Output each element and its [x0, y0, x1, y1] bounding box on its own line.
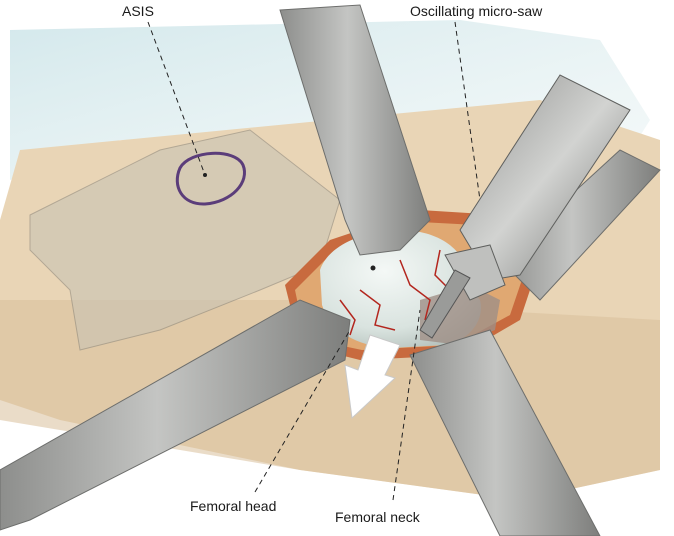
femoral-head-leader	[254, 329, 351, 493]
direction-arrow	[344, 334, 401, 420]
femoral-neck-label: Femoral neck	[335, 509, 421, 525]
asis-leader	[147, 21, 206, 176]
retractor-bottom-left	[0, 299, 351, 531]
retractor-right	[499, 149, 661, 301]
asis-label: ASIS	[122, 3, 154, 19]
saw-leader	[454, 21, 481, 201]
femoral-head-point	[370, 265, 376, 271]
femoral-head-label: Femoral head	[190, 498, 276, 514]
asis-marker	[175, 151, 246, 206]
vessel-lines	[339, 249, 451, 336]
retractor-top-left	[279, 4, 431, 256]
surgical-drape	[29, 129, 341, 351]
oscillating-micro-saw	[419, 74, 631, 339]
saw-label: Oscillating micro-saw	[410, 3, 543, 19]
retractor-bottom	[409, 329, 601, 536]
femoral-neck-leader	[392, 309, 421, 501]
